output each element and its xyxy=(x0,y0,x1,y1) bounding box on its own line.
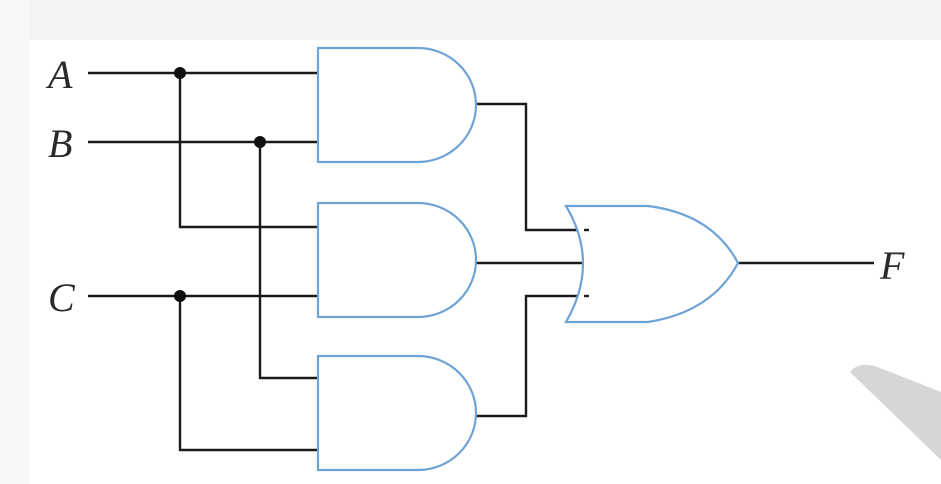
input-wires xyxy=(88,71,318,452)
wire-b-branch xyxy=(258,142,318,380)
output-label-f: F xyxy=(879,243,905,288)
wire-and3-to-or xyxy=(476,294,586,418)
intermediate-wires xyxy=(476,102,592,418)
and-gate-2 xyxy=(316,201,478,319)
input-label-c: C xyxy=(48,275,76,320)
junction-dot-a xyxy=(174,67,186,79)
junction-dot-c xyxy=(174,290,186,302)
top-shadow-band xyxy=(0,0,941,40)
and-gate-1 xyxy=(316,46,478,164)
left-shadow-band xyxy=(0,0,30,484)
junction-dot-b xyxy=(254,136,266,148)
wire-a-branch xyxy=(178,73,318,229)
input-label-a: A xyxy=(45,52,73,97)
input-label-b: B xyxy=(48,121,72,166)
wire-c-branch xyxy=(178,296,318,452)
and-gate-3 xyxy=(316,354,478,472)
gray-overlay-shape xyxy=(850,364,941,460)
or-gate xyxy=(564,204,740,324)
wire-and1-to-or xyxy=(476,102,586,232)
